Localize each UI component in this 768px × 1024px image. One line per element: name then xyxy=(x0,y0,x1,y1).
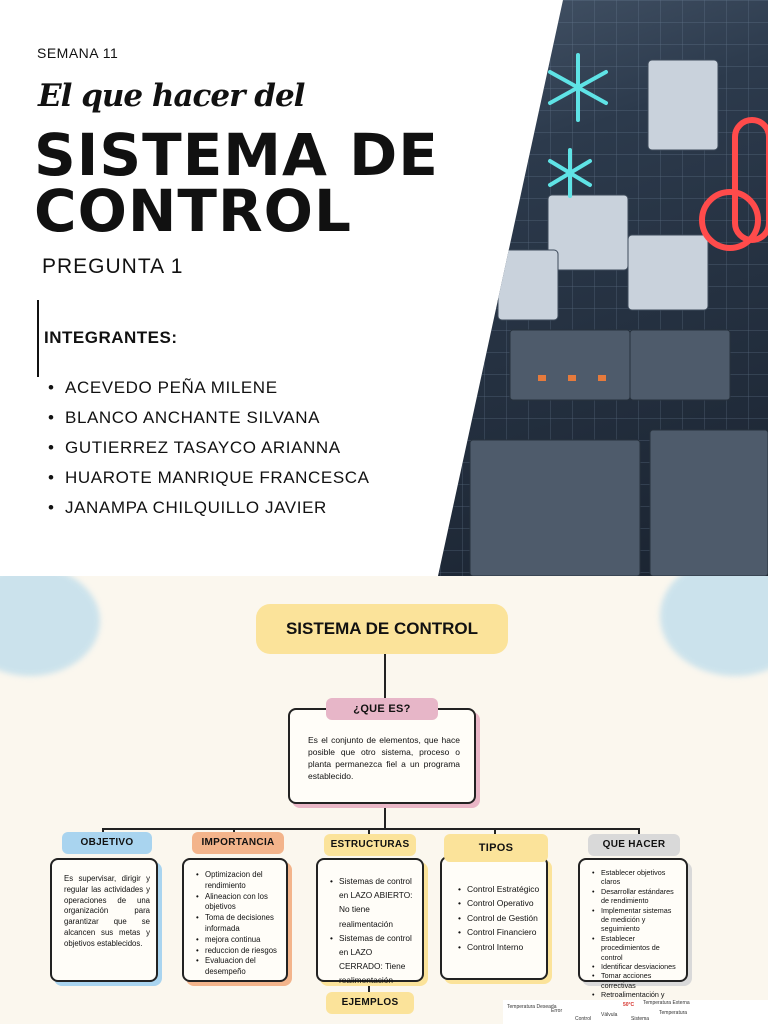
list-item: Control Estratégico xyxy=(458,882,544,897)
types-list: Control Estratégico Control Operativo Co… xyxy=(458,882,544,954)
types-card: Control Estratégico Control Operativo Co… xyxy=(440,856,548,980)
thermometer-icon xyxy=(699,117,768,251)
connector xyxy=(368,982,370,994)
week-label: SEMANA 11 xyxy=(37,45,119,61)
list-item: Control de Gestión xyxy=(458,911,544,926)
connector xyxy=(384,806,386,828)
list-item: Implementar sistemas de medición y segui… xyxy=(592,906,678,934)
diagram-label: Temperatura Deseada xyxy=(507,1004,557,1010)
watercolor-splash xyxy=(0,576,100,676)
snowflake-icon xyxy=(548,53,608,198)
main-title-line2: CONTROL xyxy=(34,177,352,245)
structures-list: Sistemas de control en LAZO ABIERTO: No … xyxy=(330,874,416,988)
what-to-do-card: Establecer objetivos claros Desarrollar … xyxy=(578,858,688,1009)
objective-text: Es supervisar, dirigir y regular las act… xyxy=(64,874,150,948)
main-title-line1: SISTEMA DE xyxy=(34,121,439,189)
list-item: Tomar acciones correctivas xyxy=(592,971,678,990)
root-node: SISTEMA DE CONTROL xyxy=(256,604,508,654)
diagram-label: Temperatura xyxy=(659,1010,688,1016)
objective-tag: OBJETIVO xyxy=(62,832,152,854)
list-item: Evaluacion del desempeño xyxy=(196,956,282,978)
member-item: HUAROTE MANRIQUE FRANCESCA xyxy=(48,466,370,496)
types-tag: TIPOS xyxy=(444,834,548,862)
list-item: Desarrollar estándares de rendimiento xyxy=(592,887,678,906)
connector xyxy=(102,828,640,830)
members-label: INTEGRANTES: xyxy=(44,328,178,347)
list-item: Control Operativo xyxy=(458,896,544,911)
main-title: SISTEMA DE CONTROL xyxy=(34,121,439,245)
objective-card: Es supervisar, dirigir y regular las act… xyxy=(50,858,158,982)
cover-slide: SEMANA 11 El que hacer del SISTEMA DE CO… xyxy=(0,0,768,576)
list-item: Identificar desviaciones xyxy=(592,962,678,972)
list-item: Sistemas de control en LAZO CERRADO: Tie… xyxy=(330,931,416,988)
structures-card: Sistemas de control en LAZO ABIERTO: No … xyxy=(316,858,424,985)
definition-card: Es el conjunto de elementos, que hace po… xyxy=(288,708,476,804)
member-item: GUTIERREZ TASAYCO ARIANNA xyxy=(48,436,370,466)
subtitle: PREGUNTA 1 xyxy=(42,255,184,278)
diagram-label: Error xyxy=(551,1008,563,1014)
examples-tag: EJEMPLOS xyxy=(326,992,414,1014)
control-loop-diagram: Temperatura Deseada Error Control Válvul… xyxy=(503,1000,768,1024)
diagram-label: Válvula xyxy=(601,1012,618,1018)
diagram-label: 50°C xyxy=(623,1002,635,1008)
list-item: Establecer procedimientos de control xyxy=(592,934,678,962)
concept-map-slide: SISTEMA DE CONTROL Es el conjunto de ele… xyxy=(0,576,768,1024)
what-to-do-list: Establecer objetivos claros Desarrollar … xyxy=(592,868,678,1009)
watercolor-splash xyxy=(660,576,768,676)
member-item: JANAMPA CHILQUILLO JAVIER xyxy=(48,496,370,526)
list-item: reduccion de riesgos xyxy=(196,946,282,957)
list-item: mejora continua xyxy=(196,935,282,946)
question-tag: ¿QUE ES? xyxy=(326,698,438,720)
list-item: Control Interno xyxy=(458,940,544,955)
connector xyxy=(384,654,386,698)
member-item: ACEVEDO PEÑA MILENE xyxy=(48,376,370,406)
diagram-label: Sistema xyxy=(631,1016,650,1022)
members-list: ACEVEDO PEÑA MILENE BLANCO ANCHANTE SILV… xyxy=(48,376,370,526)
diagram-label: Control xyxy=(575,1016,592,1022)
list-item: Establecer objetivos claros xyxy=(592,868,678,887)
divider xyxy=(37,300,39,377)
list-item: Alineacion con los objetivos xyxy=(196,892,282,914)
structures-tag: ESTRUCTURAS xyxy=(324,834,416,856)
member-item: BLANCO ANCHANTE SILVANA xyxy=(48,406,370,436)
list-item: Optimizacion del rendimiento xyxy=(196,870,282,892)
script-title: El que hacer del xyxy=(38,78,305,114)
importance-list: Optimizacion del rendimiento Alineacion … xyxy=(196,870,282,978)
what-to-do-tag: QUE HACER xyxy=(588,834,680,856)
diagram-label: Temperatura Externa xyxy=(643,1000,690,1006)
list-item: Toma de decisiones informada xyxy=(196,913,282,935)
importance-tag: IMPORTANCIA xyxy=(192,832,284,854)
list-item: Sistemas de control en LAZO ABIERTO: No … xyxy=(330,874,416,931)
importance-card: Optimizacion del rendimiento Alineacion … xyxy=(182,858,288,982)
definition-text: Es el conjunto de elementos, que hace po… xyxy=(308,735,460,781)
list-item: Control Financiero xyxy=(458,925,544,940)
